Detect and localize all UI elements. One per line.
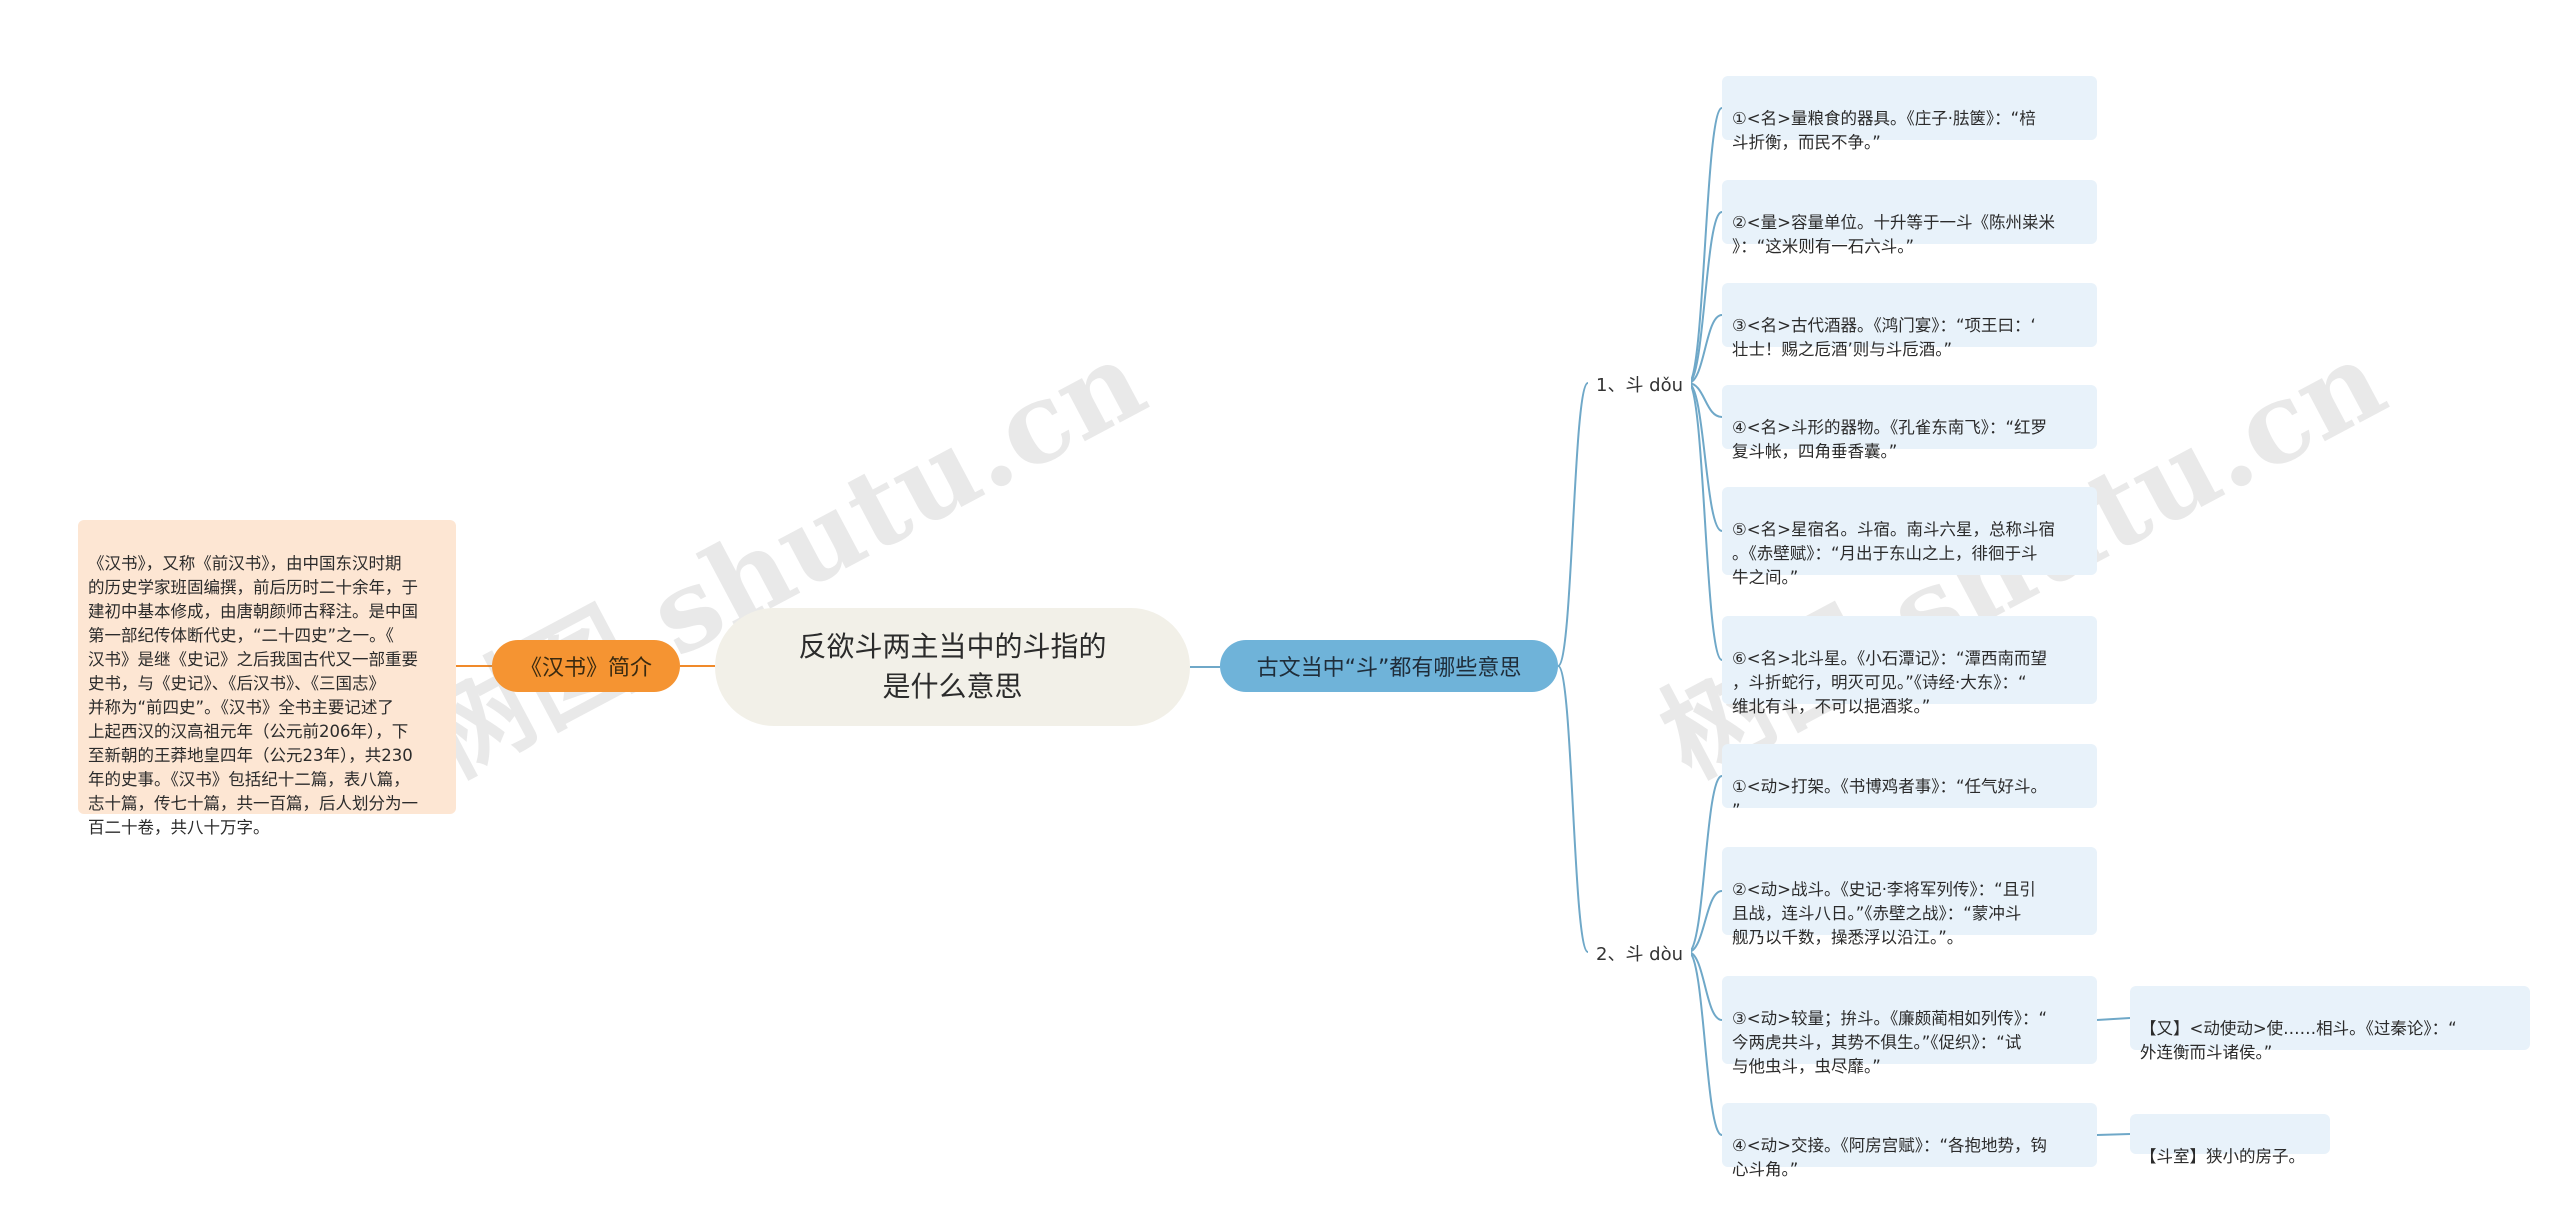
- subbranch-label: 1、斗 dǒu: [1596, 375, 1684, 396]
- meaning-text: ④<动>交接。《阿房宫赋》：“各抱地势，钩 心斗角。”: [1732, 1136, 2047, 1179]
- meaning-item[interactable]: ③<动>较量；拚斗。《廉颇蔺相如列传》：“ 今两虎共斗，其势不俱生。”《促织》：…: [1722, 976, 2097, 1076]
- connector-line: [1687, 382, 1723, 661]
- intro-text-box[interactable]: 《汉书》，又称《前汉书》，由中国东汉时期 的历史学家班固编撰，前后历时二十余年，…: [78, 520, 456, 837]
- meaning-item[interactable]: ④<动>交接。《阿房宫赋》：“各抱地势，钩 心斗角。”: [1722, 1103, 2097, 1179]
- branch-label: 古文当中“斗”都有哪些意思: [1256, 656, 1522, 681]
- meaning-item[interactable]: ②<量>容量单位。十升等于一斗《陈州粜米 》：“这米则有一石六斗。”: [1722, 180, 2097, 256]
- root-title: 反欲斗两主当中的斗指的 是什么意思: [798, 630, 1107, 703]
- meaning-text: ①<动>打架。《书博鸡者事》：“任气好斗。 ”: [1732, 777, 2047, 820]
- branch-hanshu-intro[interactable]: 《汉书》简介: [492, 640, 680, 692]
- connector-line: [1687, 382, 1723, 418]
- branch-label: 《汉书》简介: [519, 656, 652, 681]
- connector-line: [1687, 211, 1723, 384]
- intro-text: 《汉书》，又称《前汉书》，由中国东汉时期 的历史学家班固编撰，前后历时二十余年，…: [88, 554, 418, 837]
- meaning-item[interactable]: ②<动>战斗。《史记·李将军列传》：“且引 且战，连斗八日。”《赤壁之战》：“蒙…: [1722, 847, 2097, 947]
- extended-meaning-item[interactable]: 【又】<动使动>使……相斗。《过秦论》：“ 外连衡而斗诸侯。”: [2130, 986, 2530, 1062]
- connector-line: [2096, 1017, 2131, 1021]
- meaning-text: ④<名>斗形的器物。《孔雀东南飞》：“红罗 复斗帐，四角垂香囊。”: [1732, 418, 2047, 461]
- meaning-item[interactable]: ③<名>古代酒器。《鸿门宴》：“项王曰：‘ 壮士！赐之卮酒’则与斗卮酒。”: [1722, 283, 2097, 359]
- meaning-text: ⑥<名>北斗星。《小石潭记》：“潭西南而望 ，斗折蛇行，明灭可见。”《诗经·大东…: [1732, 649, 2047, 716]
- extended-meaning-text: 【又】<动使动>使……相斗。《过秦论》：“ 外连衡而斗诸侯。”: [2140, 1019, 2457, 1062]
- connector-line: [1687, 107, 1723, 384]
- meaning-item[interactable]: ①<动>打架。《书博鸡者事》：“任气好斗。 ”: [1722, 744, 2097, 820]
- subbranch-dou-third-tone[interactable]: 1、斗 dǒu: [1588, 367, 1692, 401]
- meaning-text: ⑤<名>星宿名。斗宿。南斗六星，总称斗宿 。《赤壁赋》：“月出于东山之上，徘徊于…: [1732, 520, 2055, 587]
- meaning-text: ②<动>战斗。《史记·李将军列传》：“且引 且战，连斗八日。”《赤壁之战》：“蒙…: [1732, 880, 2036, 947]
- meaning-item[interactable]: ⑥<名>北斗星。《小石潭记》：“潭西南而望 ，斗折蛇行，明灭可见。”《诗经·大东…: [1722, 616, 2097, 716]
- connector-line: [1687, 951, 1723, 1136]
- connector-line: [1557, 665, 1589, 953]
- meaning-text: ②<量>容量单位。十升等于一斗《陈州粜米 》：“这米则有一石六斗。”: [1732, 213, 2055, 256]
- branch-dou-meanings[interactable]: 古文当中“斗”都有哪些意思: [1220, 640, 1558, 692]
- compound-word-item[interactable]: 【斗室】狭小的房子。: [2130, 1114, 2330, 1166]
- connector-line: [1687, 775, 1723, 953]
- subbranch-label: 2、斗 dòu: [1596, 944, 1684, 965]
- root-topic[interactable]: 反欲斗两主当中的斗指的 是什么意思: [715, 608, 1190, 726]
- meaning-item[interactable]: ①<名>量粮食的器具。《庄子·胠箧》：“棓 斗折衡，而民不争。”: [1722, 76, 2097, 152]
- compound-word-text: 【斗室】狭小的房子。: [2140, 1147, 2305, 1166]
- connector-line: [2096, 1133, 2131, 1136]
- connector-line: [1557, 382, 1589, 667]
- meaning-text: ③<名>古代酒器。《鸿门宴》：“项王曰：‘ 壮士！赐之卮酒’则与斗卮酒。”: [1732, 316, 2036, 359]
- connector-line: [1687, 314, 1723, 384]
- connector-line: [1687, 890, 1723, 953]
- meaning-item[interactable]: ④<名>斗形的器物。《孔雀东南飞》：“红罗 复斗帐，四角垂香囊。”: [1722, 385, 2097, 461]
- subbranch-dou-fourth-tone[interactable]: 2、斗 dòu: [1588, 936, 1692, 970]
- connector-line: [1687, 382, 1723, 532]
- meaning-text: ③<动>较量；拚斗。《廉颇蔺相如列传》：“ 今两虎共斗，其势不俱生。”《促织》：…: [1732, 1009, 2047, 1076]
- meaning-text: ①<名>量粮食的器具。《庄子·胠箧》：“棓 斗折衡，而民不争。”: [1732, 109, 2036, 152]
- connector-line: [1687, 951, 1723, 1021]
- meaning-item[interactable]: ⑤<名>星宿名。斗宿。南斗六星，总称斗宿 。《赤壁赋》：“月出于东山之上，徘徊于…: [1722, 487, 2097, 587]
